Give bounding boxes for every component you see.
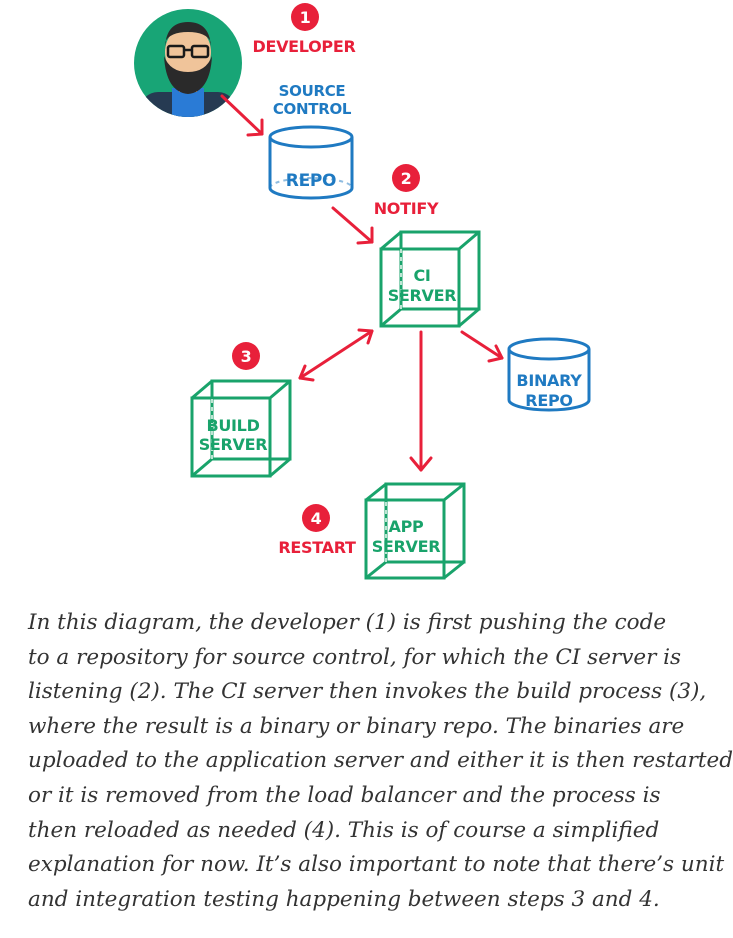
step-2-badge: 2 — [392, 164, 420, 192]
step-4-number: 4 — [311, 509, 322, 528]
restart-label: RESTART — [278, 538, 356, 557]
caption-line: and integration testing happening betwee… — [28, 886, 660, 912]
notify-label: NOTIFY — [374, 199, 439, 218]
build-server-label-2: SERVER — [199, 435, 268, 454]
ci-server-cube — [379, 230, 481, 328]
source-control-caption-1: SOURCE — [279, 82, 346, 100]
ci-server-label-1: CI — [413, 266, 430, 285]
binary-repo-label-1: BINARY — [516, 371, 582, 390]
caption-line: to a repository for source control, for … — [28, 644, 682, 670]
binary-repo-cylinder — [507, 337, 591, 412]
ci-server-label-2: SERVER — [388, 286, 457, 305]
build-server-cube — [190, 379, 292, 478]
arrow-developer-to-repo — [220, 94, 264, 137]
arrow-ci-build-bidirectional — [298, 328, 374, 382]
caption-line: In this diagram, the developer (1) is fi… — [28, 610, 667, 635]
caption-line: then reloaded as needed (4). This is of … — [28, 817, 660, 843]
build-server-label-1: BUILD — [206, 416, 259, 435]
arrow-repo-to-ci-server — [331, 206, 374, 245]
app-server-label-1: APP — [389, 517, 425, 536]
step-2-number: 2 — [401, 169, 412, 188]
source-control-caption-2: CONTROL — [273, 100, 352, 118]
diagram-caption: In this diagram, the developer (1) is fi… — [28, 606, 733, 917]
repo-label: REPO — [286, 171, 336, 191]
caption-line: listening (2). The CI server then invoke… — [28, 679, 707, 705]
step-3-badge: 3 — [232, 342, 260, 370]
step-4-badge: 4 — [302, 504, 330, 532]
ci-workflow-diagram: 1 DEVELOPER SOURCE CONTROL REPO 2 NOTIFY… — [134, 3, 591, 580]
caption-line: or it is removed from the load balancer … — [28, 782, 661, 808]
caption-line: uploaded to the application server and e… — [28, 748, 733, 774]
binary-repo-label-2: REPO — [525, 391, 572, 410]
developer-label: DEVELOPER — [252, 37, 355, 56]
repo-cylinder — [268, 125, 354, 200]
arrow-ci-to-binary-repo — [460, 330, 504, 363]
app-server-label-2: SERVER — [372, 537, 441, 556]
step-1-number: 1 — [300, 8, 311, 27]
caption-line: where the result is a binary or binary r… — [28, 713, 685, 739]
step-3-number: 3 — [241, 347, 252, 366]
app-server-cube — [364, 482, 466, 580]
developer-avatar-icon — [134, 9, 242, 117]
caption-line: explanation for now. It’s also important… — [28, 852, 725, 878]
step-1-badge: 1 — [291, 3, 319, 31]
arrow-ci-to-app-server — [409, 330, 433, 472]
